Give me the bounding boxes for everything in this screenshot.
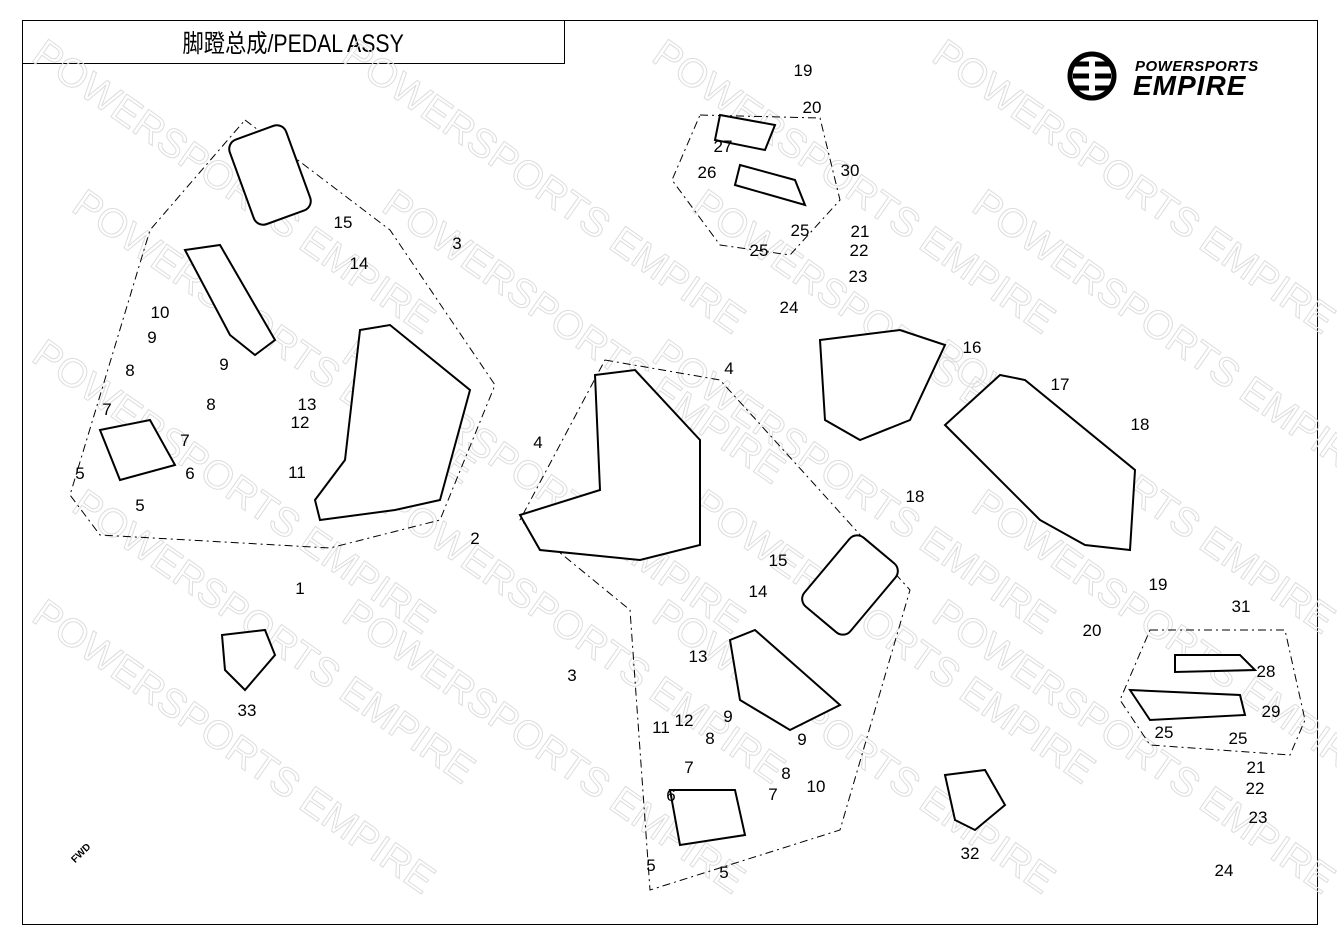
part-label-5: 5 xyxy=(646,856,655,875)
part-label-21: 21 xyxy=(851,222,870,241)
part-label-22: 22 xyxy=(850,241,869,260)
part-label-28: 28 xyxy=(1257,662,1276,681)
part-label-25: 25 xyxy=(1155,723,1174,742)
powersports-empire-logo: POWERSPORTS EMPIRE xyxy=(1055,50,1300,102)
group-outline-31 xyxy=(1119,629,1306,756)
footpeg-bracket-right xyxy=(728,628,842,732)
part-label-24: 24 xyxy=(1215,861,1234,880)
part-label-18: 18 xyxy=(906,487,925,506)
part-label-20: 20 xyxy=(1083,621,1102,640)
part-label-22: 22 xyxy=(1246,779,1265,798)
part-label-31: 31 xyxy=(1232,597,1251,616)
part-label-7: 7 xyxy=(102,400,111,419)
part-label-3: 3 xyxy=(452,234,461,253)
part-label-3: 3 xyxy=(567,666,576,685)
part-label-1: 1 xyxy=(295,579,304,598)
part-label-23: 23 xyxy=(1249,808,1268,827)
part-label-21: 21 xyxy=(1247,758,1266,777)
part-label-12: 12 xyxy=(291,413,310,432)
part-label-17: 17 xyxy=(1051,375,1070,394)
part-label-6: 6 xyxy=(185,464,194,483)
part-label-23: 23 xyxy=(849,267,868,286)
part-label-25: 25 xyxy=(750,241,769,260)
part-label-8: 8 xyxy=(705,729,714,748)
part-label-9: 9 xyxy=(147,328,156,347)
footpeg-bracket-left xyxy=(183,243,277,357)
part-label-26: 26 xyxy=(698,163,717,182)
group-outline-1 xyxy=(69,119,496,549)
part-label-10: 10 xyxy=(151,303,170,322)
part-label-10: 10 xyxy=(807,777,826,796)
part-label-14: 14 xyxy=(749,582,768,601)
part-label-32: 32 xyxy=(961,844,980,863)
pillion-peg-30 xyxy=(713,113,807,207)
footpeg-rubber-15-left xyxy=(228,124,312,226)
part-label-8: 8 xyxy=(125,361,134,380)
heel-guard-6-right xyxy=(668,789,747,847)
part-label-8: 8 xyxy=(206,395,215,414)
footpeg-rubber-15-right xyxy=(801,534,899,636)
guard-32 xyxy=(943,768,1007,832)
part-label-7: 7 xyxy=(768,785,777,804)
part-label-20: 20 xyxy=(803,98,822,117)
part-label-13: 13 xyxy=(298,395,317,414)
part-label-4: 4 xyxy=(533,433,542,452)
logo-line1: POWERSPORTS xyxy=(1135,58,1259,75)
part-label-29: 29 xyxy=(1262,702,1281,721)
part-label-16: 16 xyxy=(963,338,982,357)
diagram-title: 脚蹬总成/PEDAL ASSY xyxy=(182,29,404,58)
logo-emblem-icon xyxy=(1067,51,1117,101)
part-label-6: 6 xyxy=(666,786,675,805)
part-label-9: 9 xyxy=(219,355,228,374)
part-label-15: 15 xyxy=(769,551,788,570)
part-label-7: 7 xyxy=(180,431,189,450)
part-label-2: 2 xyxy=(470,529,479,548)
part-label-18: 18 xyxy=(1131,415,1150,434)
drawing-frame xyxy=(22,20,1318,925)
part-label-9: 9 xyxy=(723,707,732,726)
part-label-8: 8 xyxy=(781,764,790,783)
part-label-19: 19 xyxy=(1149,575,1168,594)
part-label-30: 30 xyxy=(841,161,860,180)
guard-33 xyxy=(220,628,277,692)
part-label-9: 9 xyxy=(797,730,806,749)
part-label-11: 11 xyxy=(652,718,670,737)
group-outline-30 xyxy=(671,114,841,256)
part-label-12: 12 xyxy=(675,711,694,730)
footrest-bracket-left xyxy=(313,323,472,522)
part-label-15: 15 xyxy=(334,213,353,232)
part-label-4: 4 xyxy=(724,359,733,378)
part-label-27: 27 xyxy=(714,137,733,156)
passenger-bracket-16 xyxy=(818,328,947,442)
part-label-14: 14 xyxy=(350,254,369,273)
part-label-33: 33 xyxy=(238,701,257,720)
part-label-24: 24 xyxy=(780,298,799,317)
part-label-13: 13 xyxy=(689,647,708,666)
part-label-5: 5 xyxy=(75,464,84,483)
pillion-peg-31 xyxy=(1128,654,1258,722)
logo-line2: EMPIRE xyxy=(1133,70,1247,101)
part-label-19: 19 xyxy=(794,61,813,80)
footrest-bracket-right xyxy=(518,368,701,562)
part-label-25: 25 xyxy=(1229,729,1248,748)
part-label-25: 25 xyxy=(791,221,810,240)
heel-guard-6-left xyxy=(98,418,177,482)
title-box: 脚蹬总成/PEDAL ASSY xyxy=(22,20,565,64)
part-label-5: 5 xyxy=(135,496,144,515)
part-label-5: 5 xyxy=(719,863,728,882)
part-label-11: 11 xyxy=(288,463,306,482)
part-label-7: 7 xyxy=(684,758,693,777)
passenger-bracket-17 xyxy=(943,373,1137,552)
